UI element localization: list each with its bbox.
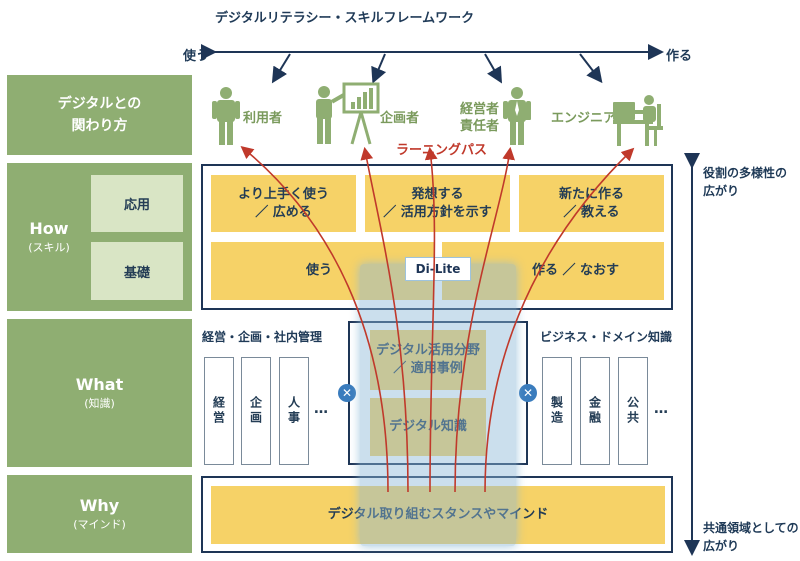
executive-figure-icon — [503, 87, 531, 145]
axis-right-top-label: 役割の多様性の 広がり — [703, 166, 788, 198]
engineer-at-desk-icon — [613, 95, 663, 146]
row-label-what-title: What — [75, 375, 124, 394]
branch-arrow-planner — [371, 53, 387, 84]
what-center-top-box: デジタル活用分野 ／ 適用事例 — [370, 330, 486, 390]
pillar-public: 公共 — [618, 357, 648, 465]
learning-path-to-user — [240, 145, 389, 493]
how-basic-box-make: 作る ／ なおす — [442, 242, 664, 300]
learning-path-to-engineer — [484, 147, 635, 493]
pillar-manufacturing: 製造 — [542, 357, 572, 465]
row-label-relation-text: デジタルとの 関わり方 — [57, 96, 142, 134]
pillar-management: 経営 — [204, 357, 234, 465]
pillar-finance: 金融 — [580, 357, 610, 465]
right-ellipsis-text: … — [654, 401, 668, 417]
diagram-title: デジタルリテラシー・スキルフレームワーク — [215, 11, 475, 26]
axis-top-right-label: 作る — [666, 49, 693, 64]
how-applied-box-1: より上手く使う ／ 広める — [211, 175, 356, 232]
row-label-what: What (知識) — [7, 319, 192, 467]
how-basic-label: 基礎 — [91, 242, 183, 300]
why-frame — [201, 476, 673, 553]
what-center-bottom-box: デジタル知識 — [370, 398, 486, 456]
role-label-engineer: エンジニア — [551, 111, 617, 126]
branch-arrow-user — [271, 53, 291, 84]
role-label-user: 利用者 — [243, 111, 283, 126]
what-left-title: 経営・企画・社内管理 — [202, 330, 323, 344]
learning-path-to-planner — [360, 146, 409, 493]
row-label-how-sub: (スキル) — [28, 241, 70, 254]
right-ellipsis: … — [654, 401, 668, 417]
axis-right-bottom-label: 共通領域としての 広がり — [703, 521, 799, 553]
how-basic-box-use-label: 使う — [306, 263, 333, 278]
presenter-figure-icon — [316, 82, 380, 145]
learning-path-to-executive — [454, 146, 515, 493]
row-label-how-title: How — [29, 219, 69, 238]
how-frame — [201, 164, 673, 310]
row-label-relation: デジタルとの 関わり方 — [7, 75, 192, 155]
how-applied-box-2: 発想する ／ 活用方針を示す — [365, 175, 510, 232]
branch-arrow-executive — [484, 53, 502, 84]
row-label-what-sub: (知識) — [84, 397, 115, 410]
dilite-label-box: Di-Lite — [405, 257, 471, 281]
cross-icon-left: ✕ — [338, 384, 356, 402]
user-figure-icon — [212, 87, 240, 145]
how-basic-box-use: 使う — [211, 242, 434, 300]
row-label-why-sub: (マインド) — [73, 518, 126, 531]
pillar-hr: 人事 — [279, 357, 309, 465]
left-ellipsis: … — [314, 401, 328, 417]
learning-path-label: ラーニングパス — [396, 143, 488, 158]
dilite-label: Di-Lite — [415, 262, 461, 276]
why-box: デジタル取り組むスタンスやマインド — [211, 486, 665, 544]
role-label-executive: 経営者 責任者 — [460, 102, 500, 134]
row-label-why-title: Why — [79, 496, 120, 515]
how-applied-label: 応用 — [91, 175, 183, 232]
left-ellipsis-text: … — [314, 401, 328, 417]
how-applied-box-3: 新たに作る ／ 教える — [519, 175, 664, 232]
row-label-why: Why (マインド) — [7, 475, 192, 553]
branch-arrow-engineer — [579, 53, 603, 84]
role-label-planner: 企画者 — [380, 111, 420, 126]
cross-icon-right: ✕ — [519, 384, 537, 402]
dilite-highlight — [360, 264, 516, 546]
what-right-title: ビジネス・ドメイン知識 — [540, 330, 673, 344]
pillar-planning: 企画 — [241, 357, 271, 465]
how-basic-box-make-label: 作る ／ なおす — [531, 263, 619, 278]
learning-path-to-planner-2 — [424, 146, 438, 493]
